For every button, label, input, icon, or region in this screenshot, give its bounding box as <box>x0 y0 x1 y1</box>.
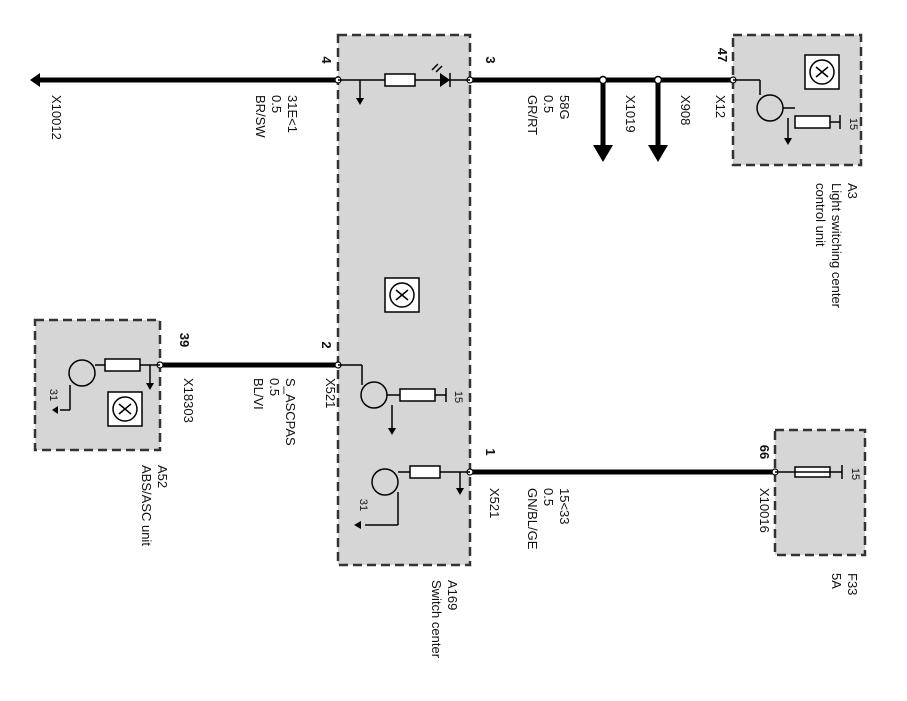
a3-supply-label: 15 <box>847 118 859 130</box>
a52-ground-label: 31 <box>47 389 59 401</box>
a52-ref-label: A52 <box>155 465 170 488</box>
a169-led-circuit <box>338 63 470 105</box>
wire1-signal: 15<33 <box>557 488 572 525</box>
wire2-signal: S_ASCPAS <box>283 378 298 446</box>
a52-pin-number: 39 <box>177 333 192 347</box>
a3-name-line1: Light switching center <box>829 183 844 309</box>
f33-fuse-box <box>773 428 867 557</box>
wire1-color: GN/BL/GE <box>525 488 540 550</box>
pin4-number: 4 <box>319 56 334 64</box>
branch-x908-arrow-icon <box>648 145 668 162</box>
splice-x1019 <box>598 75 608 85</box>
f33-fuse-symbol <box>775 465 843 479</box>
a3-ref-label: A3 <box>845 183 860 199</box>
a3-transistor-stage <box>733 79 841 145</box>
a169-ground-lower-label: 31 <box>357 499 369 511</box>
connector-x908-label: X908 <box>678 95 693 125</box>
a169-transistor-lower <box>354 465 470 529</box>
wire2-gauge: 0.5 <box>267 378 282 396</box>
a3-light-switching-box <box>731 33 863 167</box>
wire3-signal: 58G <box>557 95 572 120</box>
pin1-number: 1 <box>483 448 498 455</box>
a52-control-icon <box>107 391 143 427</box>
connector-x1019-label: X1019 <box>623 95 638 133</box>
a3-name-line2: control unit <box>813 183 828 247</box>
pin3-number: 3 <box>483 56 498 63</box>
wire1-gauge: 0.5 <box>541 488 556 506</box>
a3-pin-number: 47 <box>715 48 730 62</box>
a169-supply-upper-label: 15 <box>452 391 464 403</box>
a3-control-icon <box>804 54 840 90</box>
branch-x1019-arrow-icon <box>593 145 613 162</box>
f33-pin-number: 66 <box>757 445 772 459</box>
f33-connector-label: X10016 <box>757 488 772 533</box>
a169-ref-label: A169 <box>445 580 460 610</box>
wire3-color: GR/RT <box>525 95 540 135</box>
a52-connector-label: X18303 <box>181 378 196 423</box>
a169-pin2-connector-label: X521 <box>323 378 338 408</box>
connector-x10012-label: X10012 <box>49 95 64 140</box>
a52-name-label: ABS/ASC unit <box>139 465 154 546</box>
f33-rating-label: 5A <box>829 573 844 589</box>
a169-control-icon <box>384 277 420 313</box>
a52-abs-asc-box <box>33 318 162 452</box>
wire4-color: BR/SW <box>253 95 268 138</box>
f33-ref-label: F33 <box>845 573 860 595</box>
wire3-gauge: 0.5 <box>541 95 556 113</box>
ground-terminal-icon <box>30 73 40 87</box>
pin2-number: 2 <box>319 341 334 348</box>
wire4-gauge: 0.5 <box>269 95 284 113</box>
a3-connector-label: X12 <box>713 95 728 118</box>
a169-pin1-connector-label: X521 <box>487 488 502 518</box>
a169-transistor-upper <box>338 364 447 435</box>
splice-x908 <box>653 75 663 85</box>
a52-transistor-stage <box>52 358 160 414</box>
f33-supply-label: 15 <box>849 468 861 480</box>
wire4-signal: 31E<1 <box>285 95 300 133</box>
a169-name-label: Switch center <box>429 580 444 659</box>
wire2-color: BL/VI <box>251 378 266 410</box>
